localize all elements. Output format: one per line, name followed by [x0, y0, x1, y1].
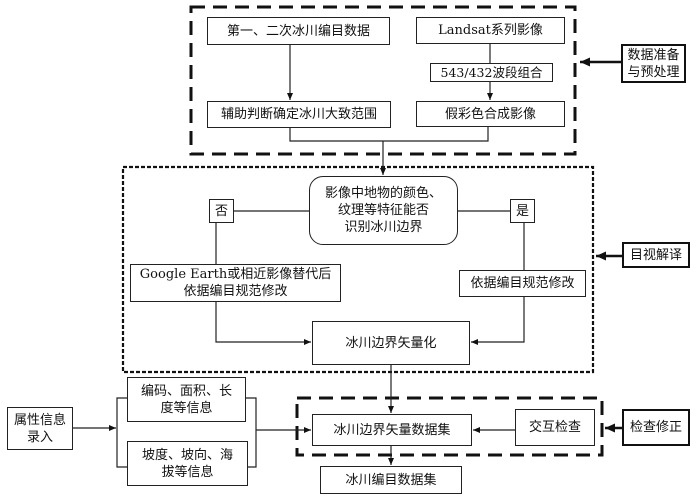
node-cross-check: 交互检查	[515, 409, 595, 446]
node-decision: 影像中地物的颜色、 纹理等特征能否 识别冰川边界	[309, 176, 458, 245]
visual-frame	[121, 165, 595, 374]
right-bracket	[246, 397, 257, 468]
node-attr-info2: 坡度、坡向、海 拔等信息	[127, 441, 248, 486]
edge-google-vectorize	[215, 302, 311, 345]
node-attr-info1: 编码、面积、长 度等信息	[127, 377, 246, 422]
label-yes: 是	[510, 199, 535, 223]
node-inventory-data: 第一、二次冰川编目数据	[207, 17, 390, 45]
node-landsat: Landsat系列影像	[416, 17, 565, 44]
node-band-combo: 543/432波段组合	[430, 63, 553, 82]
node-false-color: 假彩色合成影像	[416, 101, 565, 127]
edge-merge	[289, 127, 489, 142]
node-aux-range: 辅助判断确定冰川大致范围	[207, 101, 391, 128]
node-modify-spec: 依据编目规范修改	[459, 270, 586, 297]
stage-visual-label: 目视解译	[622, 242, 690, 268]
node-catalog-dataset: 冰川编目数据集	[320, 466, 462, 494]
left-bracket	[116, 397, 127, 468]
edge-modify-vectorize	[471, 297, 525, 345]
node-attr-input: 属性信息 录入	[7, 407, 73, 450]
node-vector-dataset: 冰川边界矢量数据集	[312, 414, 472, 446]
node-vectorize: 冰川边界矢量化	[312, 321, 470, 365]
stage-check-label: 检查修正	[622, 409, 690, 446]
node-google-earth: Google Earth或相近影像替代后 依据编目规范修改	[130, 264, 341, 302]
stage-prep-label: 数据准备 与预处理	[621, 44, 686, 83]
label-no: 否	[209, 199, 234, 223]
check-frame	[295, 396, 604, 457]
